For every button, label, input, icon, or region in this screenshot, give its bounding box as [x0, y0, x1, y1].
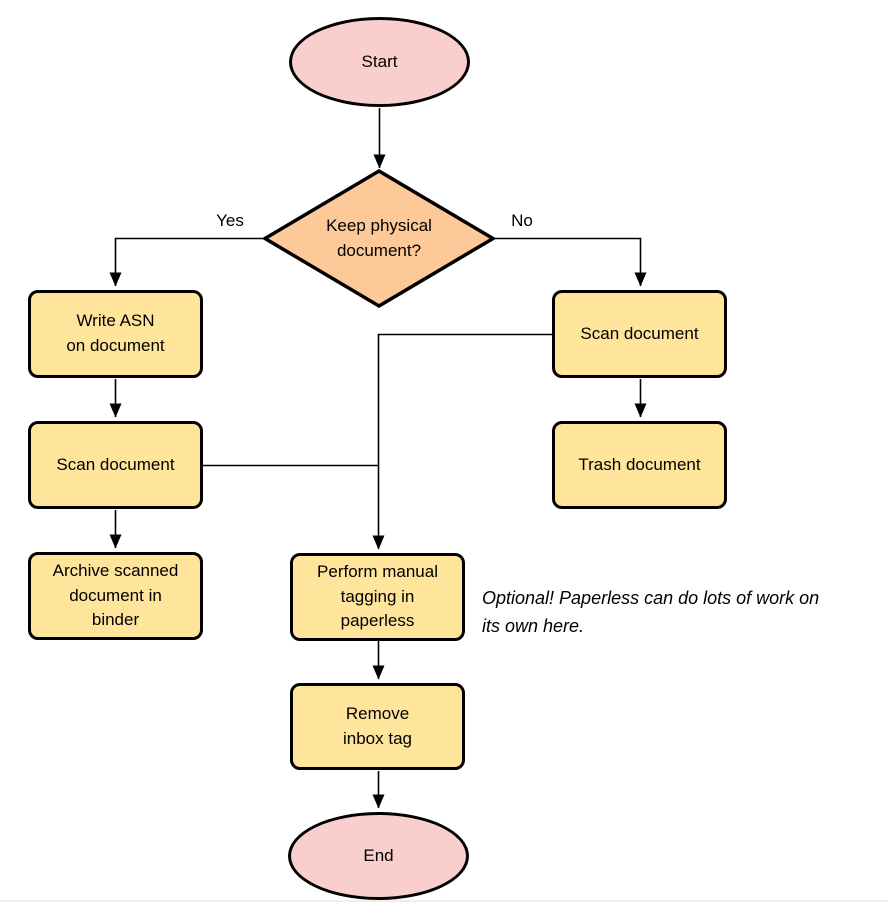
node-perform-tagging: Perform manual tagging in paperless [290, 553, 465, 641]
node-remove-inbox-tag: Remove inbox tag [290, 683, 465, 770]
edge-label-yes: Yes [216, 211, 244, 230]
node-archive-binder: Archive scanned document in binder [28, 552, 203, 640]
node-scan-document-right-label: Scan document [580, 323, 699, 343]
diamond-shape [262, 168, 496, 309]
node-scan-document-left: Scan document [28, 421, 203, 509]
node-trash-document: Trash document [552, 421, 727, 509]
node-perform-tagging-label: Perform manual tagging in paperless [317, 562, 438, 631]
node-end: End [288, 812, 469, 900]
node-scan-document-right: Scan document [552, 290, 727, 378]
node-write-asn-label: Write ASN on document [66, 311, 165, 355]
node-start-label: Start [361, 51, 398, 71]
page-bottom-edge [0, 900, 888, 902]
node-scan-document-left-label: Scan document [56, 454, 175, 474]
node-start: Start [289, 17, 470, 107]
node-archive-binder-label: Archive scanned document in binder [52, 561, 179, 630]
node-end-label: End [363, 845, 394, 865]
edge-label-no: No [511, 211, 533, 230]
optional-note: Optional! Paperless can do lots of work … [482, 588, 820, 636]
node-write-asn: Write ASN on document [28, 290, 203, 378]
node-decision-label: Keep physical document? [326, 215, 432, 260]
node-decision: Keep physical document? [262, 168, 496, 309]
edge-decision-yes [109, 237, 265, 287]
edge-decision-no [493, 237, 647, 287]
edge-scanright-tagging [372, 333, 552, 550]
node-trash-document-label: Trash document [578, 454, 701, 474]
node-remove-inbox-tag-label: Remove inbox tag [343, 703, 412, 748]
